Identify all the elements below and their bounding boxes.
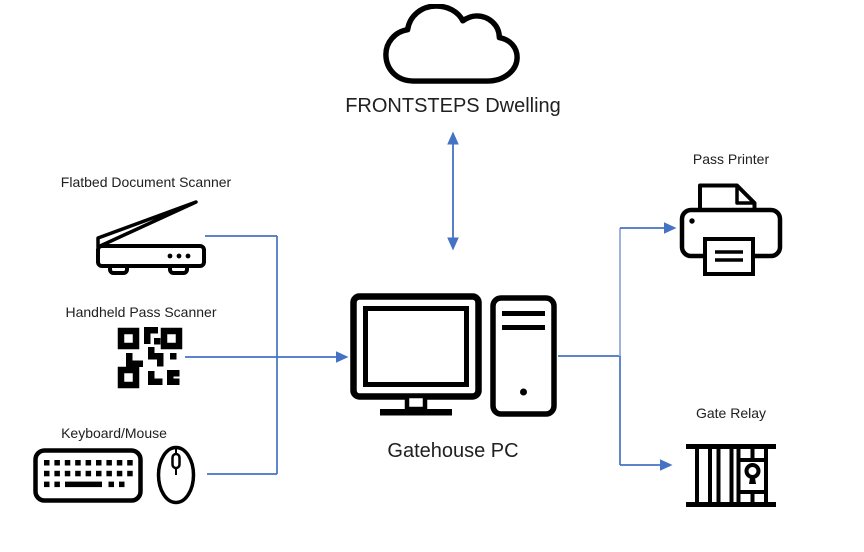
qr-code-icon [117,327,183,389]
tower-icon [490,295,557,417]
flatbed-scanner-label: Flatbed Document Scanner [60,174,232,190]
gate-relay-icon [686,444,776,507]
handheld-scanner-label: Handheld Pass Scanner [65,304,217,320]
pass-printer-label: Pass Printer [692,151,770,167]
cloud-label: FRONTSTEPS Dwelling [345,95,561,117]
monitor-icon [350,293,482,416]
connector-pc-printer [620,222,677,234]
gate-relay-label: Gate Relay [695,405,767,421]
gatehouse-pc-label: Gatehouse PC [387,440,519,462]
cloud-icon [383,4,520,84]
connector-pc-gate [620,459,673,471]
keyboard-mouse-label: Keyboard/Mouse [61,425,167,441]
connector-cloud-pc [447,131,459,251]
mouse-icon [156,445,196,505]
connector-handheld-pc [185,351,349,363]
printer-icon [679,183,783,276]
keyboard-icon [33,448,143,503]
flatbed-scanner-icon [96,200,206,275]
